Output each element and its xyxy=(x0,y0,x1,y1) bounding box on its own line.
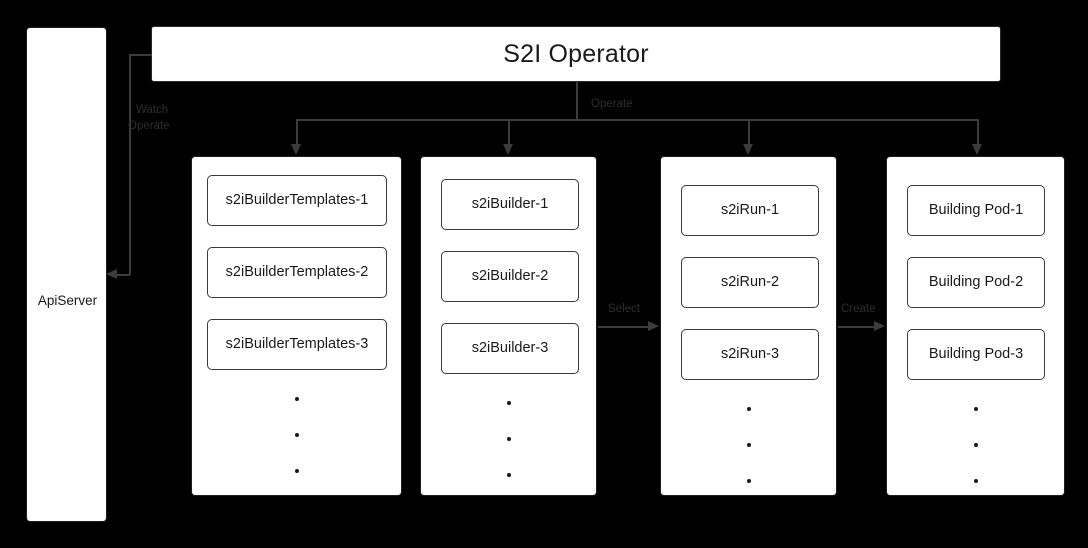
builders-column-panel[interactable]: s2iBuilder-1 s2iBuilder-2 s2iBuilder-3 xyxy=(420,156,597,496)
operate-arrow-runs xyxy=(743,144,753,155)
ellipsis-dot xyxy=(973,479,978,483)
ellipsis-dot xyxy=(294,469,299,473)
watch-edge-segment-bottom xyxy=(116,274,130,276)
create-edge-label: Create xyxy=(841,303,876,315)
node-s2ibuilder-3[interactable]: s2iBuilder-3 xyxy=(441,323,579,374)
node-s2ibuildertemplates-2[interactable]: s2iBuilderTemplates-2 xyxy=(207,247,387,298)
node-building-pod-3[interactable]: Building Pod-3 xyxy=(907,329,1045,380)
operate-drop-pods xyxy=(977,119,979,146)
operate-drop-templates xyxy=(296,119,298,146)
ellipsis-dot xyxy=(746,443,751,447)
node-s2ibuilder-2[interactable]: s2iBuilder-2 xyxy=(441,251,579,302)
pods-ellipsis xyxy=(887,407,1064,515)
node-building-pod-2[interactable]: Building Pod-2 xyxy=(907,257,1045,308)
templates-ellipsis xyxy=(192,397,401,505)
apiserver-label: ApiServer xyxy=(37,293,98,308)
watch-edge-label: Watch xyxy=(136,104,169,116)
operate-bus-stem xyxy=(576,82,578,120)
ellipsis-dot xyxy=(506,473,511,477)
operate-drop-builders xyxy=(508,119,510,146)
node-s2irun-3[interactable]: s2iRun-3 xyxy=(681,329,819,380)
select-edge-label: Select xyxy=(608,303,640,315)
s2i-operator-box[interactable]: S2I Operator xyxy=(151,26,1001,82)
watch-edge-segment-top xyxy=(129,54,152,56)
ellipsis-dot xyxy=(294,433,299,437)
operate-drop-runs xyxy=(748,119,750,146)
select-edge-arrowhead xyxy=(648,321,659,331)
operate-arrow-builders xyxy=(503,144,513,155)
select-edge-line xyxy=(598,326,649,328)
watch-edge-segment-vertical xyxy=(129,54,131,275)
node-s2irun-1[interactable]: s2iRun-1 xyxy=(681,185,819,236)
ellipsis-dot xyxy=(746,407,751,411)
ellipsis-dot xyxy=(973,407,978,411)
ellipsis-dot xyxy=(506,437,511,441)
ellipsis-dot xyxy=(506,401,511,405)
runs-column-panel[interactable]: s2iRun-1 s2iRun-2 s2iRun-3 xyxy=(660,156,837,496)
pods-column-panel[interactable]: Building Pod-1 Building Pod-2 Building P… xyxy=(886,156,1065,496)
operate-top-edge-label: Operate xyxy=(591,98,633,110)
builders-ellipsis xyxy=(421,401,596,509)
ellipsis-dot xyxy=(973,443,978,447)
ellipsis-dot xyxy=(294,397,299,401)
ellipsis-dot xyxy=(746,479,751,483)
operate-left-edge-label: Operate xyxy=(128,120,170,132)
node-s2irun-2[interactable]: s2iRun-2 xyxy=(681,257,819,308)
node-s2ibuildertemplates-3[interactable]: s2iBuilderTemplates-3 xyxy=(207,319,387,370)
create-edge-arrowhead xyxy=(874,321,885,331)
create-edge-line xyxy=(838,326,875,328)
operate-bus-horizontal xyxy=(296,119,978,121)
s2i-operator-title: S2I Operator xyxy=(503,39,649,68)
watch-edge-arrowhead xyxy=(106,269,117,279)
node-s2ibuilder-1[interactable]: s2iBuilder-1 xyxy=(441,179,579,230)
apiserver-box[interactable]: ApiServer xyxy=(26,27,107,522)
runs-ellipsis xyxy=(661,407,836,515)
node-s2ibuildertemplates-1[interactable]: s2iBuilderTemplates-1 xyxy=(207,175,387,226)
operate-arrow-templates xyxy=(291,144,301,155)
operate-arrow-pods xyxy=(972,144,982,155)
templates-column-panel[interactable]: s2iBuilderTemplates-1 s2iBuilderTemplate… xyxy=(191,156,402,496)
node-building-pod-1[interactable]: Building Pod-1 xyxy=(907,185,1045,236)
